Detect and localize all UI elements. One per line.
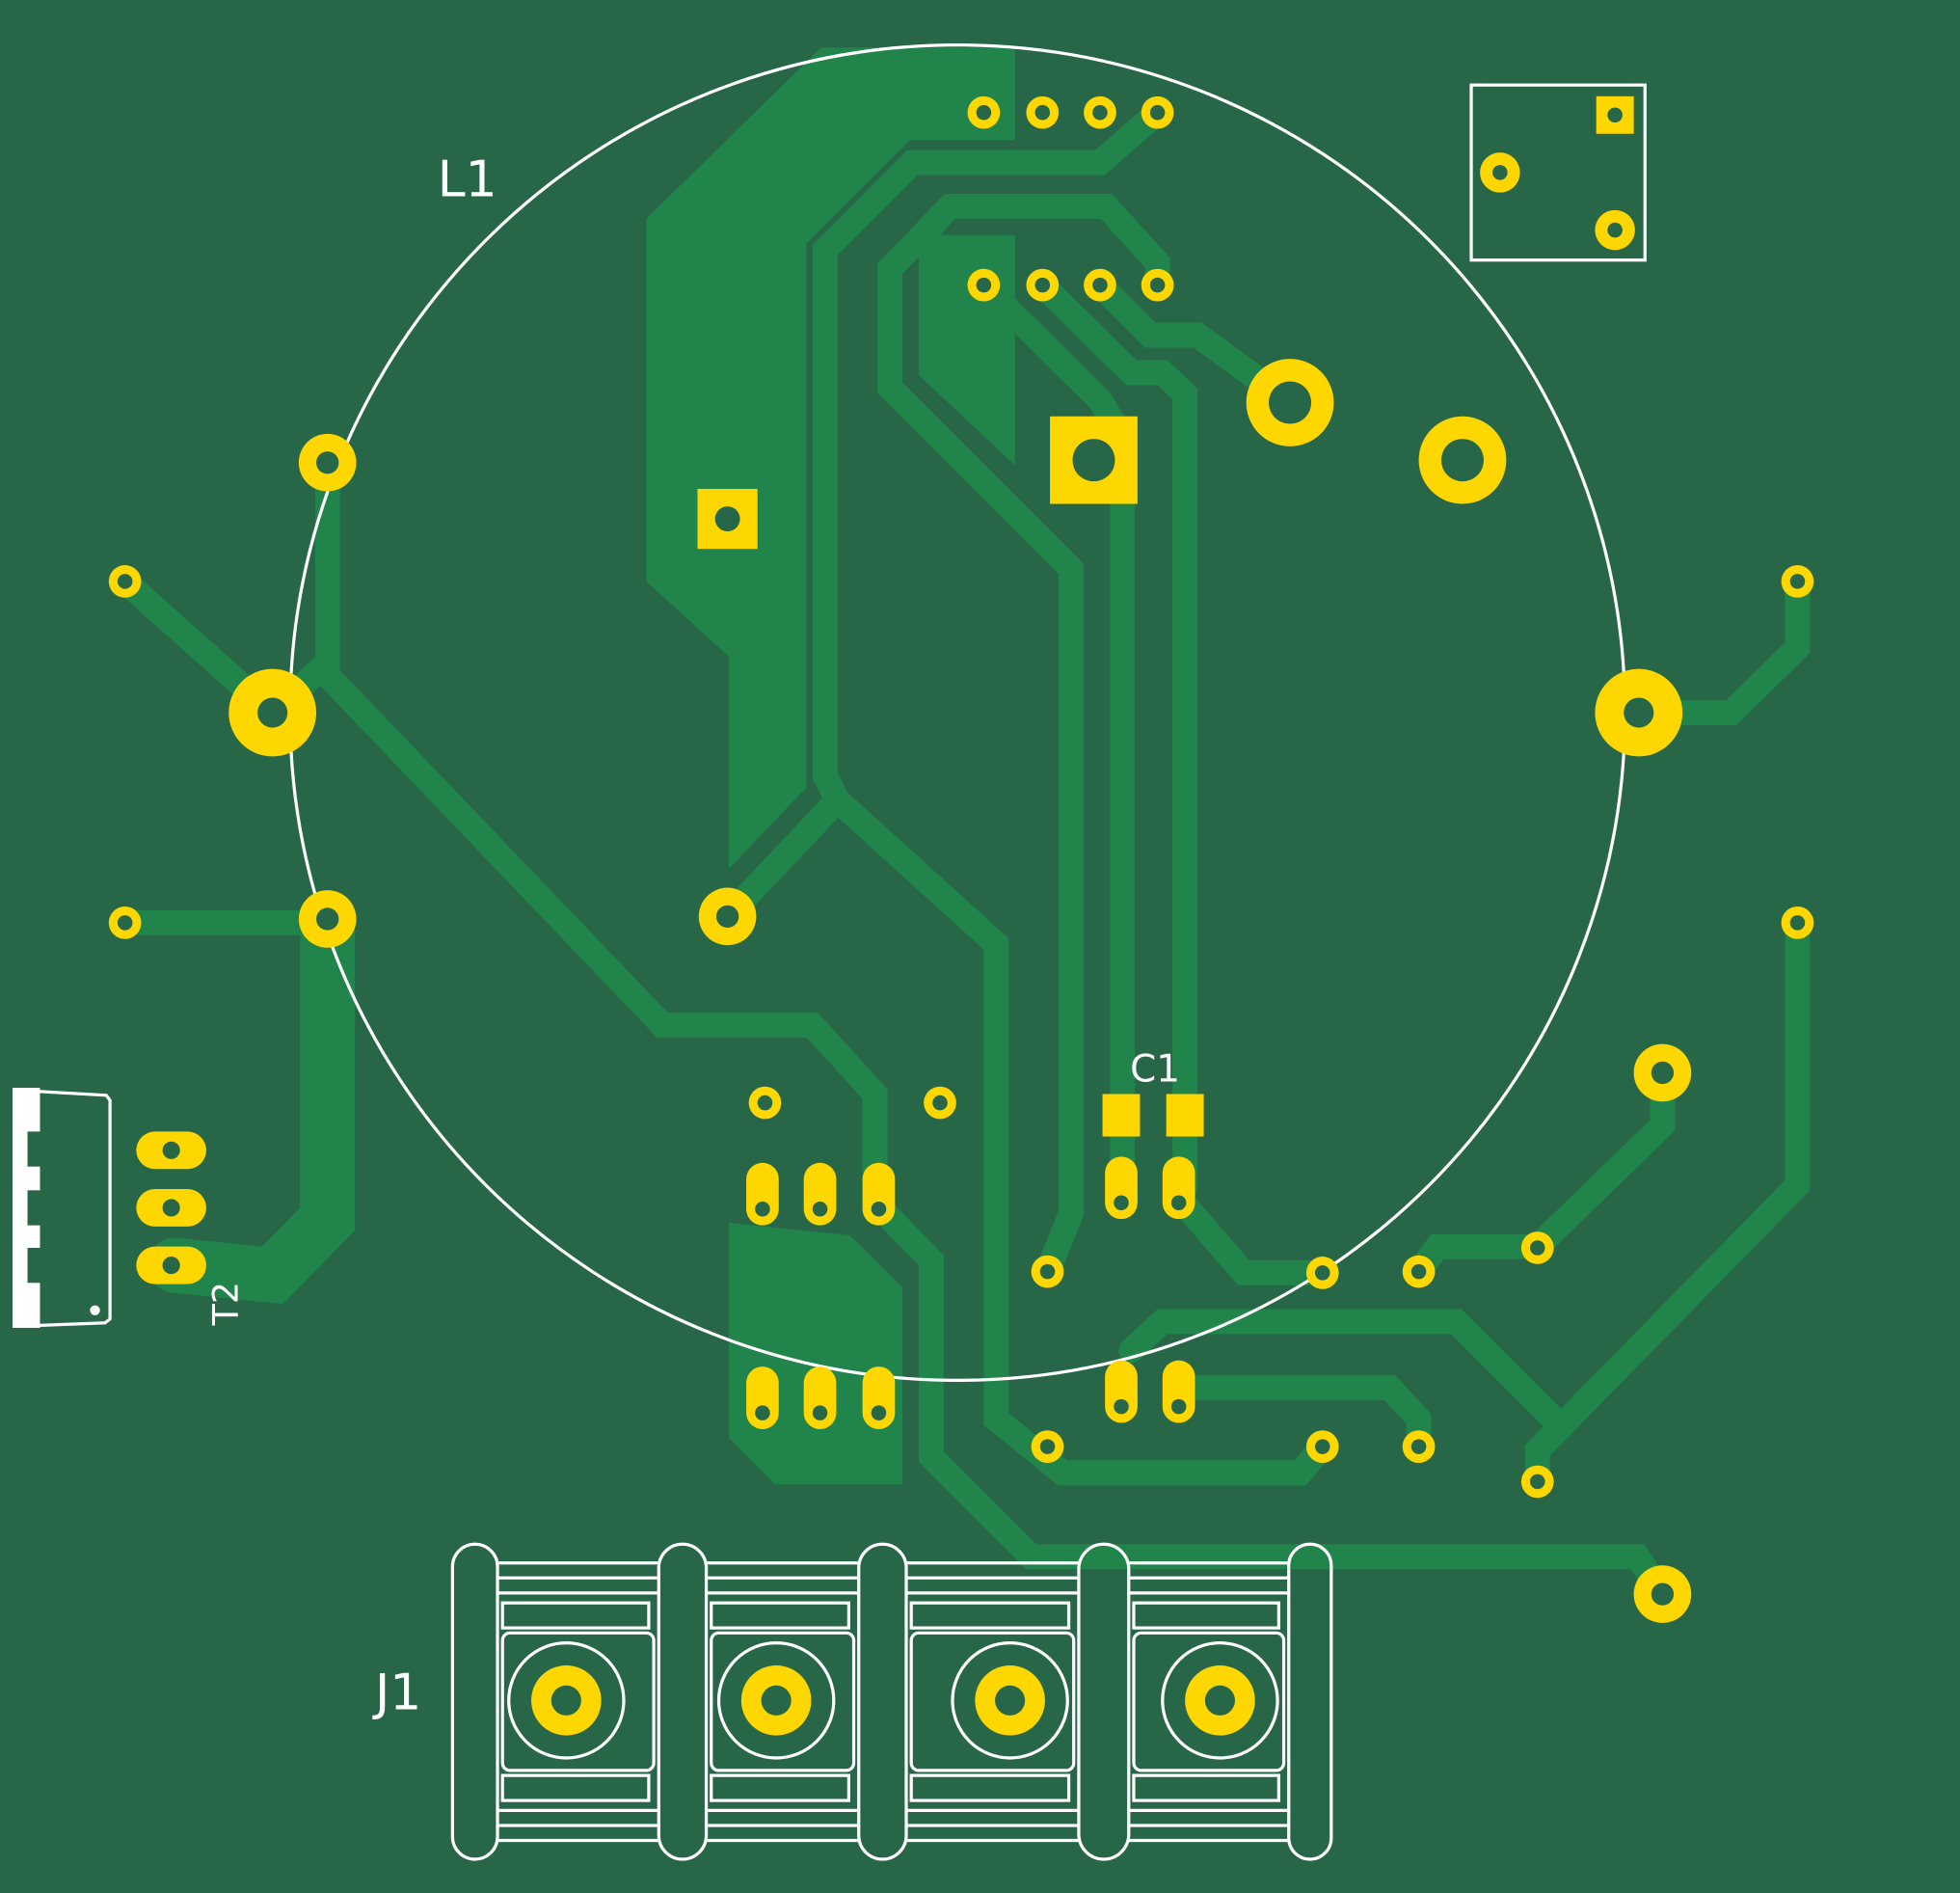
label-c1: C1 [1130,1048,1180,1092]
label-j1: J1 [372,1663,421,1721]
via-pad [1480,152,1520,193]
j1-terminal-pad [740,1665,812,1736]
pads [108,95,1814,1736]
via-pad [1402,1430,1436,1463]
via-pad [1402,1255,1436,1288]
t2-pad [136,1131,206,1170]
via-pad [1084,268,1116,302]
l1-pin1-pad [1050,416,1138,504]
component-outline [1469,83,1647,262]
via-pad [1031,1255,1064,1288]
trace [824,787,1335,1486]
c1-smd-pad [1166,1094,1204,1137]
via-pad [1084,95,1116,129]
oval-pad [862,1162,896,1226]
copper-pour-lower [728,1223,903,1485]
trace [1030,272,1198,1201]
via-pad [1026,95,1060,129]
oval-pad [746,1366,779,1429]
j1-outline [450,1542,1333,1861]
trace [1625,568,1811,726]
copper-traces [112,99,1811,1608]
via-pad [1031,1430,1064,1463]
trace [866,1194,1676,1608]
trace [287,449,340,701]
designator-labels: L1 C1 T2 J1 [204,151,1180,1722]
trace [877,193,1170,1285]
label-l1: L1 [438,151,497,209]
c1-smd-pad [1102,1094,1141,1137]
large-pad [1246,359,1334,446]
through-hole-pad [1633,1565,1692,1623]
oval-pad [862,1366,896,1429]
via-pad [1026,268,1060,302]
via-pad [108,565,142,598]
t2-pad [136,1246,206,1285]
trace [1087,272,1303,416]
copper-pour-upper [646,47,1015,870]
j1-terminal-pad [975,1665,1045,1736]
through-hole-pad [298,433,357,492]
oval-pad [803,1162,837,1226]
via-pad [1141,268,1174,302]
via-pad [748,1086,782,1120]
oval-pad [746,1162,779,1226]
via-pad [967,95,1001,129]
large-pad [1595,668,1683,757]
via-pad [967,268,1001,302]
via-pad [1141,95,1174,129]
via-pad [1520,1231,1554,1264]
oval-pad [803,1366,837,1429]
pin1-pad [1596,95,1634,134]
via-pad [108,906,142,939]
j1-terminal-pad [531,1665,602,1736]
via-pad [924,1086,956,1120]
pin1-pad [697,488,758,550]
large-pad [1418,416,1507,504]
label-t2: T2 [204,1282,246,1326]
oval-pad [1105,1156,1138,1220]
trace [1166,1185,1335,1285]
j1-terminal-pad [1185,1665,1255,1736]
oval-pad [1162,1360,1195,1423]
large-pad [228,668,317,757]
via-pad [1520,1465,1554,1499]
trace [314,663,888,1213]
via-pad [1305,1430,1339,1463]
t2-pad [136,1189,206,1227]
oval-pad [1162,1156,1195,1220]
oval-pad [1105,1360,1138,1423]
through-hole-pad [1633,1043,1692,1102]
via-pad [1305,1257,1339,1289]
via-pad [1781,565,1814,598]
via-pad [1781,906,1814,939]
through-hole-pad [298,890,357,948]
via-pad [1595,209,1635,251]
t2-outline [12,1088,112,1328]
through-hole-pad [698,887,757,946]
trace [1118,1309,1570,1435]
trace-power [147,895,356,1305]
